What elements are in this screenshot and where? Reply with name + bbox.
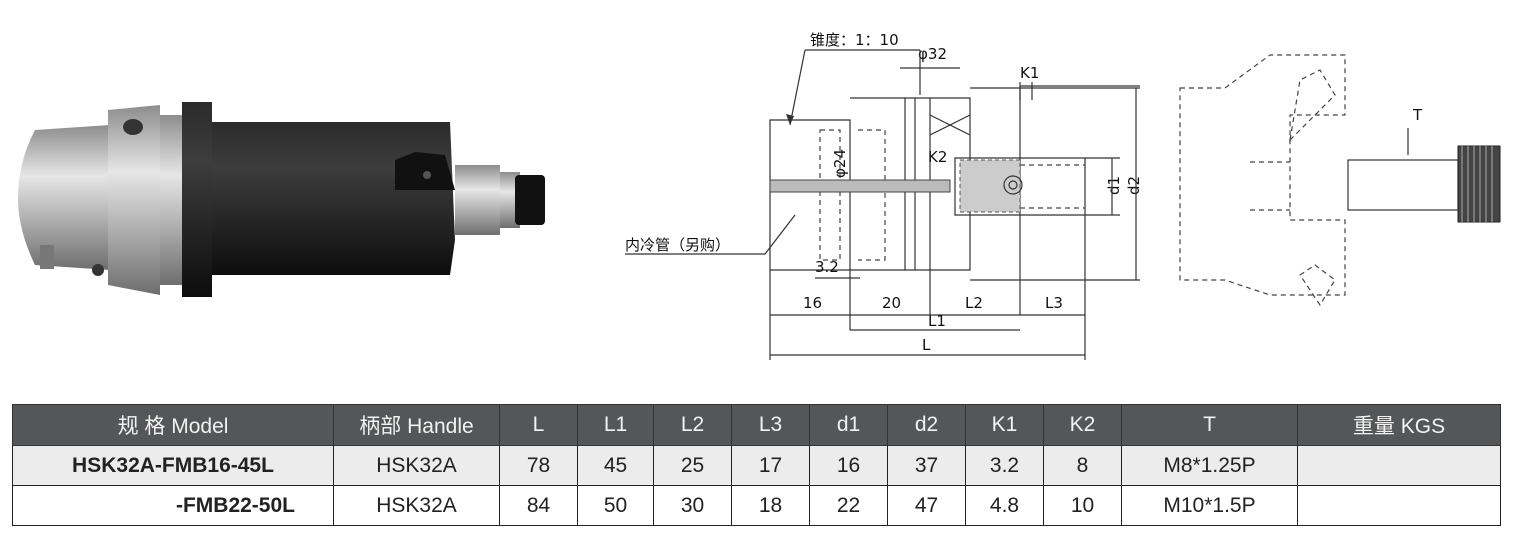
header-k2: K2 bbox=[1043, 404, 1122, 446]
l-label: L bbox=[922, 336, 931, 354]
cell-d2: 47 bbox=[887, 485, 966, 526]
cell-l: 78 bbox=[499, 445, 578, 486]
cell-handle: HSK32A bbox=[333, 485, 500, 526]
dim-3-2-label: 3.2 bbox=[815, 258, 839, 276]
header-d2: d2 bbox=[887, 404, 966, 446]
cell-t: M10*1.5P bbox=[1121, 485, 1298, 526]
cell-model: HSK32A-FMB16-45L bbox=[12, 445, 334, 486]
l1-label: L1 bbox=[928, 312, 946, 330]
phi32-label: φ32 bbox=[918, 45, 947, 63]
cell-d2: 37 bbox=[887, 445, 966, 486]
cell-k1: 3.2 bbox=[965, 445, 1044, 486]
cell-l2: 25 bbox=[653, 445, 732, 486]
k1-label: K1 bbox=[1020, 64, 1039, 82]
cell-handle: HSK32A bbox=[333, 445, 500, 486]
cell-l1: 50 bbox=[577, 485, 654, 526]
table-row: -FMB22-50L HSK32A 84 50 30 18 22 47 4.8 … bbox=[12, 485, 1501, 526]
cell-l2: 30 bbox=[653, 485, 732, 526]
d2-label: d2 bbox=[1125, 176, 1143, 195]
header-l1: L1 bbox=[577, 404, 654, 446]
cell-l: 84 bbox=[499, 485, 578, 526]
t-label: T bbox=[1412, 106, 1423, 124]
cell-t: M8*1.25P bbox=[1121, 445, 1298, 486]
header-t: T bbox=[1121, 404, 1298, 446]
l2-label: L2 bbox=[965, 294, 983, 312]
cell-l3: 18 bbox=[731, 485, 810, 526]
cell-k1: 4.8 bbox=[965, 485, 1044, 526]
header-d1: d1 bbox=[809, 404, 888, 446]
k2-label: K2 bbox=[928, 148, 947, 166]
cell-l1: 45 bbox=[577, 445, 654, 486]
taper-label: 锥度：1：10 bbox=[810, 31, 899, 49]
header-l2: L2 bbox=[653, 404, 732, 446]
cell-d1: 22 bbox=[809, 485, 888, 526]
header-l: L bbox=[499, 404, 578, 446]
header-handle: 柄部 Handle bbox=[333, 404, 500, 446]
header-model: 规 格 Model bbox=[12, 404, 334, 446]
cell-k2: 10 bbox=[1043, 485, 1122, 526]
cell-weight bbox=[1297, 485, 1501, 526]
tool-holder-photo bbox=[18, 102, 545, 297]
table-header-row: 规 格 Model 柄部 Handle L L1 L2 L3 d1 d2 K1 … bbox=[12, 404, 1501, 446]
phi24-label: φ24 bbox=[831, 149, 849, 178]
l3-label: L3 bbox=[1045, 294, 1063, 312]
cell-weight bbox=[1297, 445, 1501, 486]
spec-table: 规 格 Model 柄部 Handle L L1 L2 L3 d1 d2 K1 … bbox=[12, 404, 1501, 526]
header-k1: K1 bbox=[965, 404, 1044, 446]
header-weight: 重量 KGS bbox=[1297, 404, 1501, 446]
cell-model: -FMB22-50L bbox=[12, 485, 334, 526]
cell-d1: 16 bbox=[809, 445, 888, 486]
cell-k2: 8 bbox=[1043, 445, 1122, 486]
inner-pipe-label: 内冷管（另购） bbox=[625, 236, 730, 254]
cell-l3: 17 bbox=[731, 445, 810, 486]
d1-label: d1 bbox=[1105, 176, 1123, 195]
header-l3: L3 bbox=[731, 404, 810, 446]
technical-drawing: 锥度：1：10 φ32 φ24 K1 K2 d1 d2 内冷管（另购） 3.2 … bbox=[625, 31, 1501, 360]
dim-20-label: 20 bbox=[882, 294, 901, 312]
table-row: HSK32A-FMB16-45L HSK32A 78 45 25 17 16 3… bbox=[12, 445, 1501, 486]
dim-16-label: 16 bbox=[803, 294, 822, 312]
